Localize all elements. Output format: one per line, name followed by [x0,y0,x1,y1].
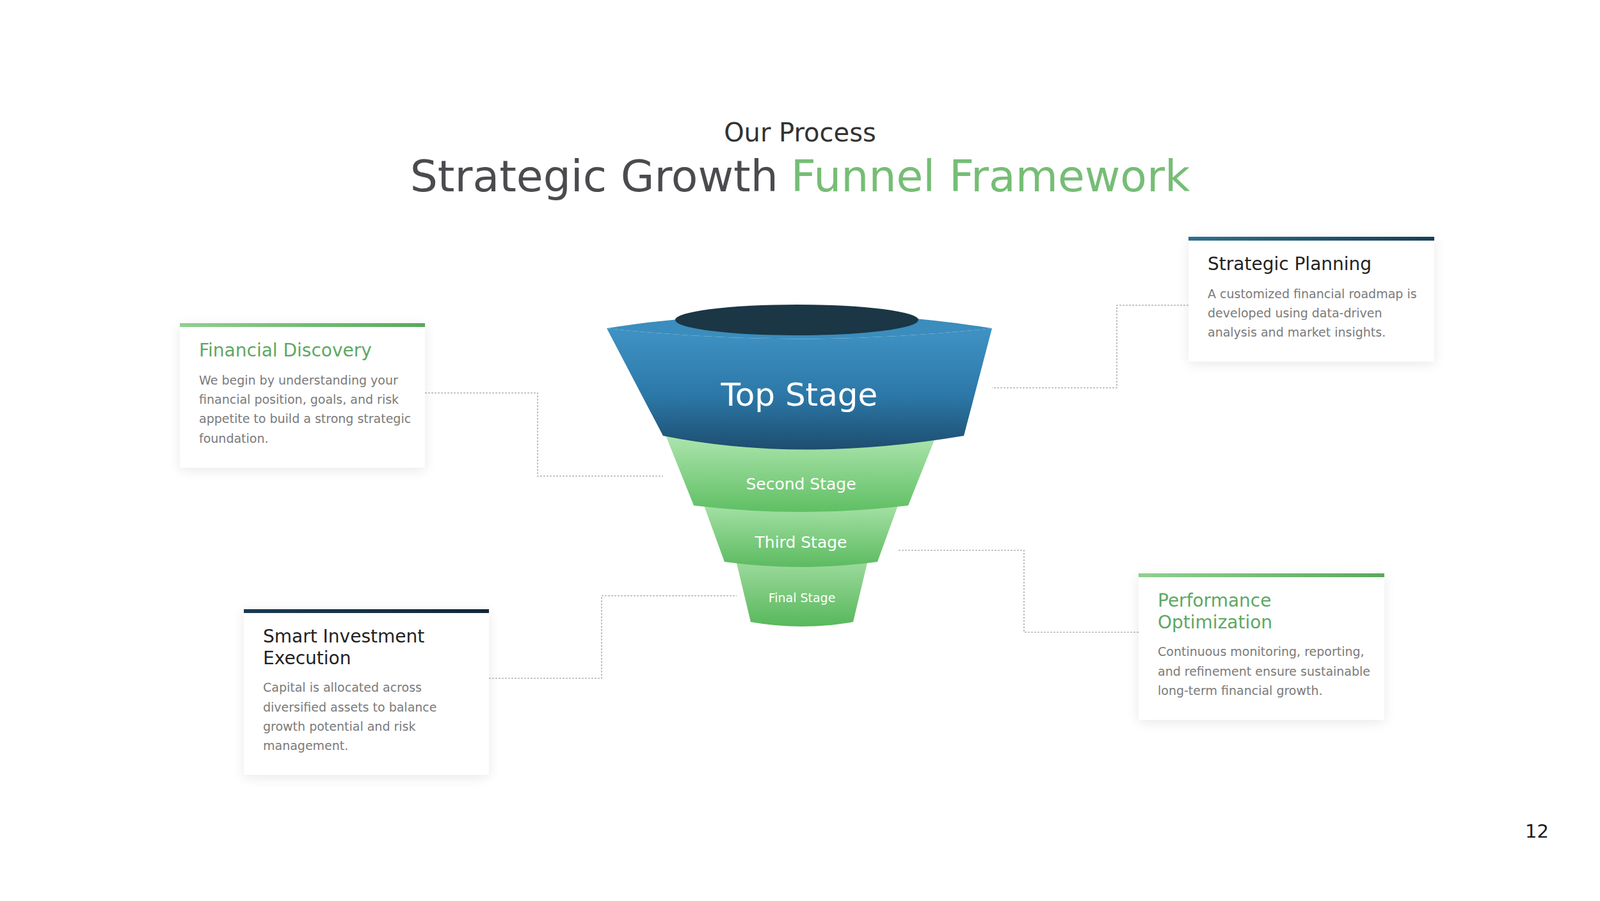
title-row: Strategic GrowthFunnel Framework [0,151,1600,202]
stage-label: Third Stage [704,533,898,553]
info-card: Smart Investment ExecutionCapital is all… [243,609,489,776]
subtitle-row: Our Process [0,117,1600,148]
funnel-stage: Top Stage [606,304,992,447]
card-accent-bar [179,323,425,328]
leader-line [897,550,1139,633]
info-card: Performance OptimizationContinuous monit… [1138,573,1385,720]
card-description: Continuous monitoring, reporting, and re… [1157,641,1373,701]
card-heading: Financial Discovery [199,339,414,362]
info-card: Strategic Planning A customized financial… [1188,236,1435,362]
card-accent-bar [1188,236,1435,241]
funnel-stage: Third Stage [704,505,898,567]
leader-line [488,595,737,679]
card-accent-bar [1138,573,1385,578]
funnel-opening [675,304,919,336]
card-description: We begin by understanding your financial… [199,370,414,449]
title: Strategic Growth [410,151,779,202]
info-card: Financial Discovery We begin by understan… [179,323,425,468]
card-heading: Performance Optimization [1157,590,1373,633]
funnel-stage: Final Stage [736,563,868,628]
card-description: A customized financial roadmap is develo… [1207,284,1423,343]
title-accent: Funnel Framework [791,151,1190,202]
subtitle: Our Process [723,117,877,148]
funnel-band-shape [606,304,992,447]
card-heading: Smart Investment Execution [263,625,478,669]
leader-line [424,392,664,477]
funnel-band [663,428,939,512]
stage-label: Top Stage [606,375,992,415]
stage-label: Final Stage [736,590,868,606]
funnel-band [736,563,868,627]
funnel-band [704,505,898,568]
card-accent-bar [243,609,489,614]
leader-line [992,305,1189,388]
stage-label: Second Stage [663,474,939,495]
page-number: 12 [1525,820,1549,843]
page-number-holder: 12 [1497,820,1549,843]
card-heading: Strategic Planning [1207,253,1423,276]
funnel-band [606,328,992,450]
card-description: Capital is allocated across diversified … [263,677,478,756]
